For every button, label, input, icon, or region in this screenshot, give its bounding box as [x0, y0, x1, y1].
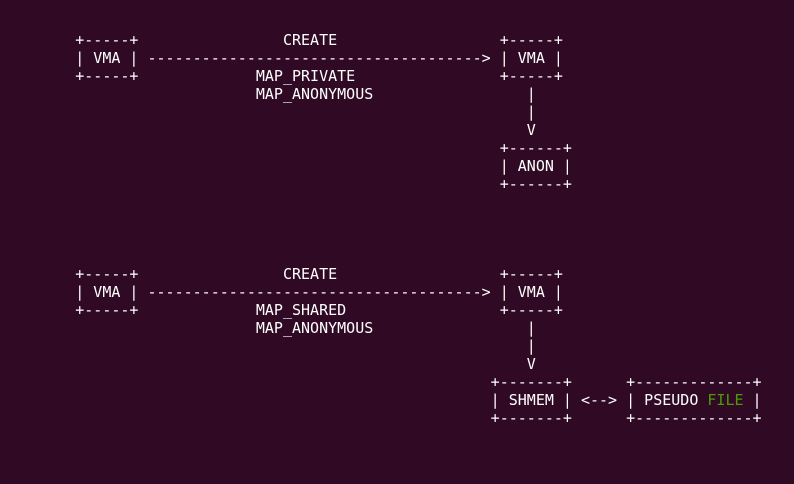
ascii-line: +-----+ MAP_SHARED +-----+ — [3, 301, 563, 319]
ascii-line: | VMA | --------------------------------… — [3, 283, 563, 301]
ascii-line: +-----+ CREATE +-----+ — [3, 265, 563, 283]
ascii-line: MAP_ANONYMOUS | — [3, 319, 536, 337]
ascii-line: +------+ — [3, 175, 572, 193]
ascii-line: | — [3, 337, 536, 355]
ascii-line: +-------+ +-------------+ — [3, 409, 762, 427]
ascii-line: | ANON | — [3, 157, 572, 175]
ascii-line: +-----+ CREATE +-----+ — [3, 31, 563, 49]
ascii-line: V — [3, 121, 536, 139]
ascii-line: +-----+ MAP_PRIVATE +-----+ — [3, 67, 563, 85]
ascii-line: MAP_ANONYMOUS | — [3, 85, 536, 103]
ascii-line: V — [3, 355, 536, 373]
ascii-line: +------+ — [3, 139, 572, 157]
ascii-line-shmem-pseudo-file: | SHMEM | <--> | PSEUDO FILE | — [3, 391, 794, 409]
ascii-line: | VMA | --------------------------------… — [3, 49, 563, 67]
ascii-diagram-shared-anonymous: +-----+ CREATE +-----+ | VMA | ---------… — [3, 265, 794, 427]
ascii-line-segment: | — [743, 391, 762, 409]
ascii-line: +-------+ +-------------+ — [3, 373, 762, 391]
ascii-line: | — [3, 103, 536, 121]
ascii-line-segment: | SHMEM | <--> | PSEUDO — [3, 391, 708, 409]
ascii-diagram-private-anonymous: +-----+ CREATE +-----+ | VMA | ---------… — [3, 31, 794, 193]
blank-lines-spacer — [3, 193, 794, 265]
file-label: FILE — [707, 391, 744, 409]
